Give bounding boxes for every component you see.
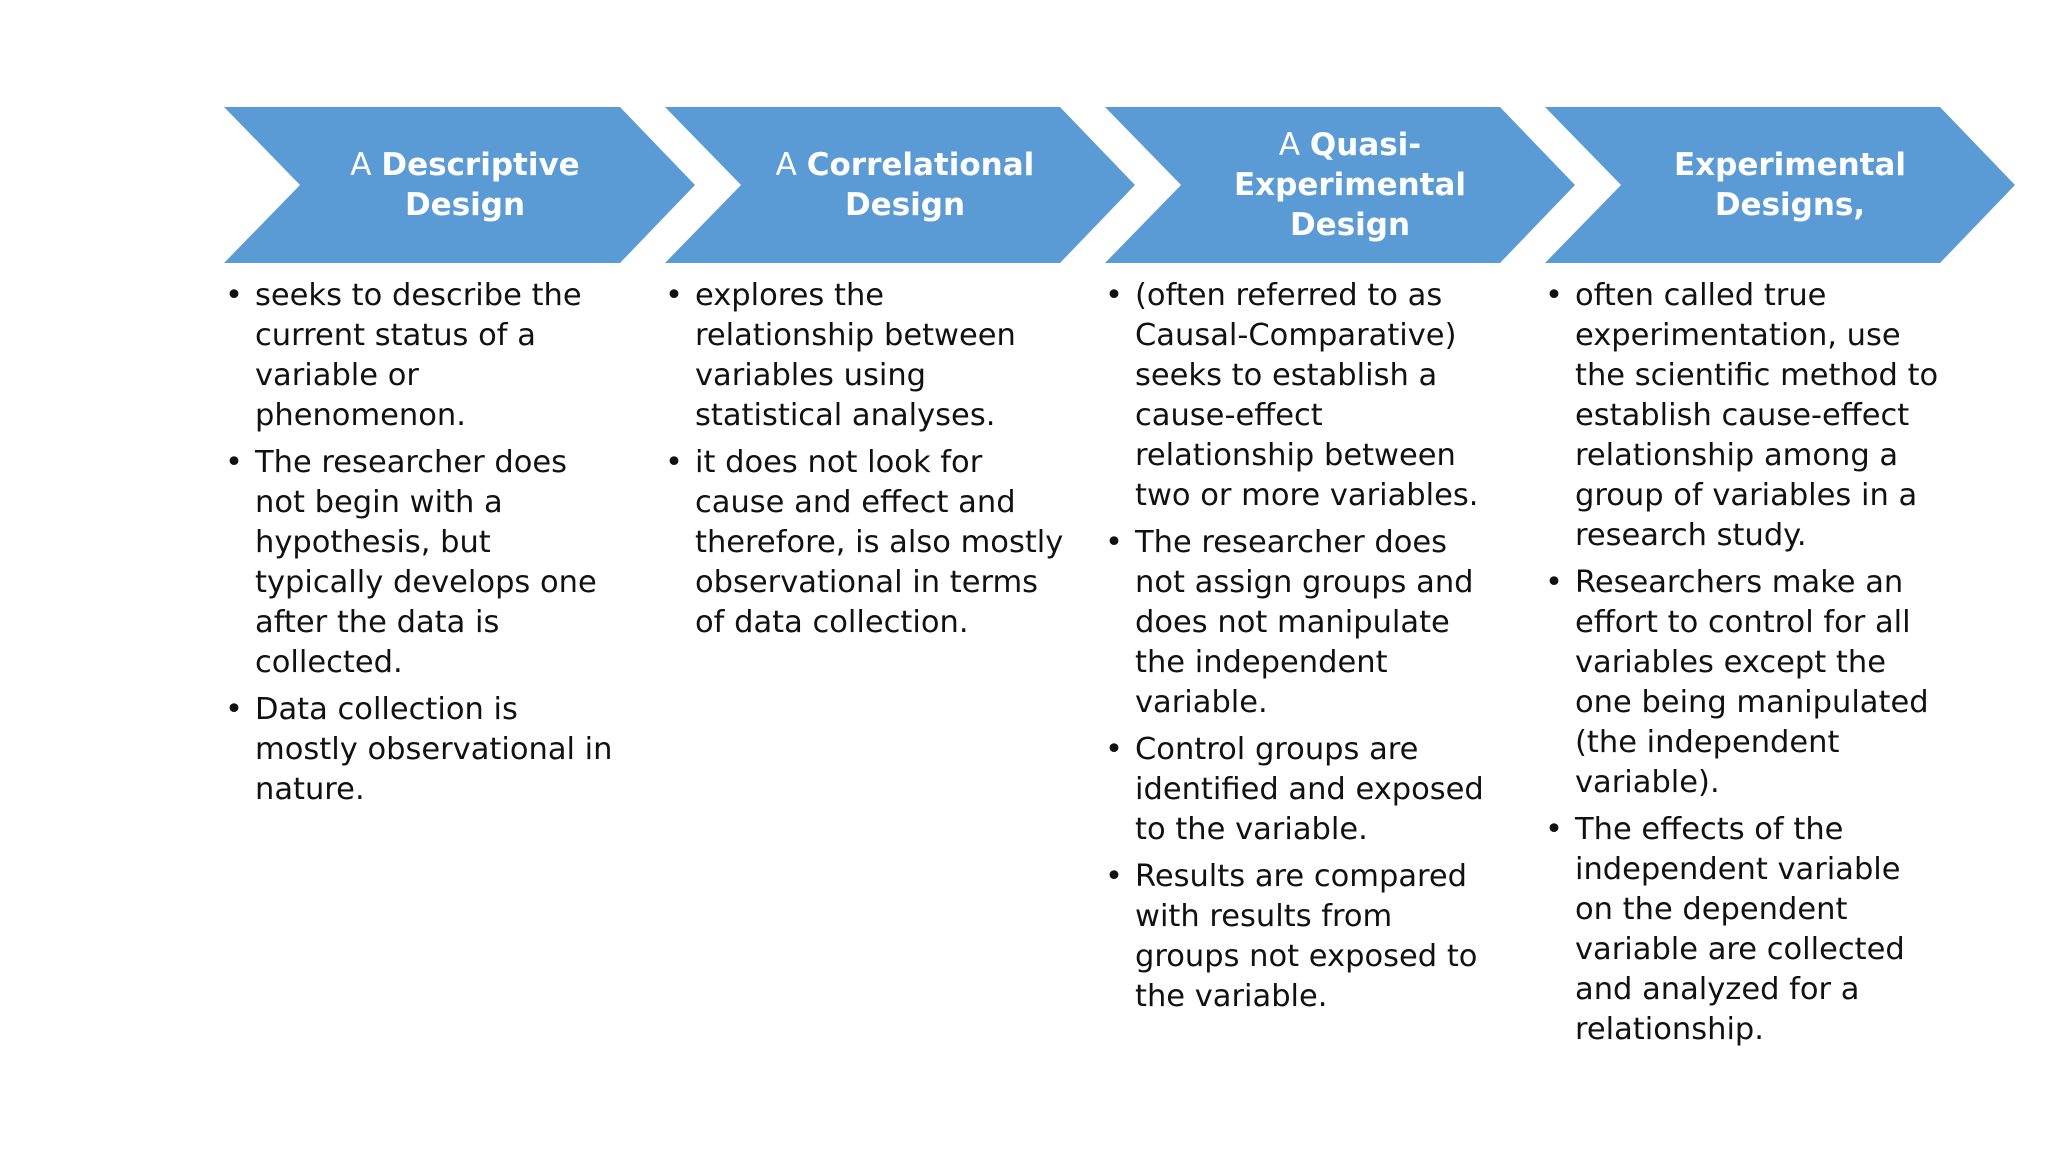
- bullet-list: explores the relationship between variab…: [665, 276, 1065, 643]
- bullet-item: (often referred to as Causal-Comparative…: [1105, 276, 1505, 516]
- bullet-item: Results are compared with results from g…: [1105, 857, 1505, 1017]
- chevron-shape-descriptive: [224, 107, 695, 263]
- bullet-list: often called true experimentation, use t…: [1545, 276, 1945, 1050]
- bullet-item: often called true experimentation, use t…: [1545, 276, 1945, 556]
- chevron-title: Quasi-Experimental Design: [1233, 127, 1467, 243]
- column-experimental: often called true experimentation, use t…: [1545, 276, 1945, 1057]
- bullet-item: The effects of the independent variable …: [1545, 810, 1945, 1050]
- bullet-item: The researcher does not assign groups an…: [1105, 523, 1505, 723]
- bullet-item: it does not look for cause and effect an…: [665, 443, 1065, 643]
- chevron-prefix: A: [350, 147, 372, 183]
- chevron-row: [224, 107, 2015, 263]
- bullet-item: explores the relationship between variab…: [665, 276, 1065, 436]
- chevron-title: Descriptive Design: [381, 147, 580, 223]
- chevron-shape-experimental: [1545, 107, 2015, 263]
- bullet-item: The researcher does not begin with a hyp…: [225, 443, 625, 683]
- chevron-prefix: A: [775, 147, 797, 183]
- column-correlational: explores the relationship between variab…: [665, 276, 1065, 650]
- column-quasi-experimental: (often referred to as Causal-Comparative…: [1105, 276, 1505, 1024]
- chevron-shape-correlational: [665, 107, 1135, 263]
- chevron-label-experimental: Experimental Designs,: [1655, 105, 1925, 265]
- chevron-label-descriptive: A Descriptive Design: [315, 105, 615, 265]
- bullet-item: Researchers make an effort to control fo…: [1545, 563, 1945, 803]
- chevron-shape-quasi-experimental: [1105, 107, 1575, 263]
- chevron-prefix: A: [1278, 127, 1301, 163]
- bullet-list: (often referred to as Causal-Comparative…: [1105, 276, 1505, 1017]
- bullet-item: Data collection is mostly observational …: [225, 690, 625, 810]
- chevron-label-correlational: A Correlational Design: [755, 105, 1055, 265]
- bullet-list: seeks to describe the current status of …: [225, 276, 625, 810]
- chevron-title: Correlational Design: [806, 147, 1035, 223]
- bullet-item: Control groups are identified and expose…: [1105, 730, 1505, 850]
- column-descriptive: seeks to describe the current status of …: [225, 276, 625, 817]
- chevron-title: Experimental Designs,: [1673, 147, 1907, 223]
- chevron-label-quasi-experimental: A Quasi-Experimental Design: [1215, 105, 1485, 265]
- bullet-item: seeks to describe the current status of …: [225, 276, 625, 436]
